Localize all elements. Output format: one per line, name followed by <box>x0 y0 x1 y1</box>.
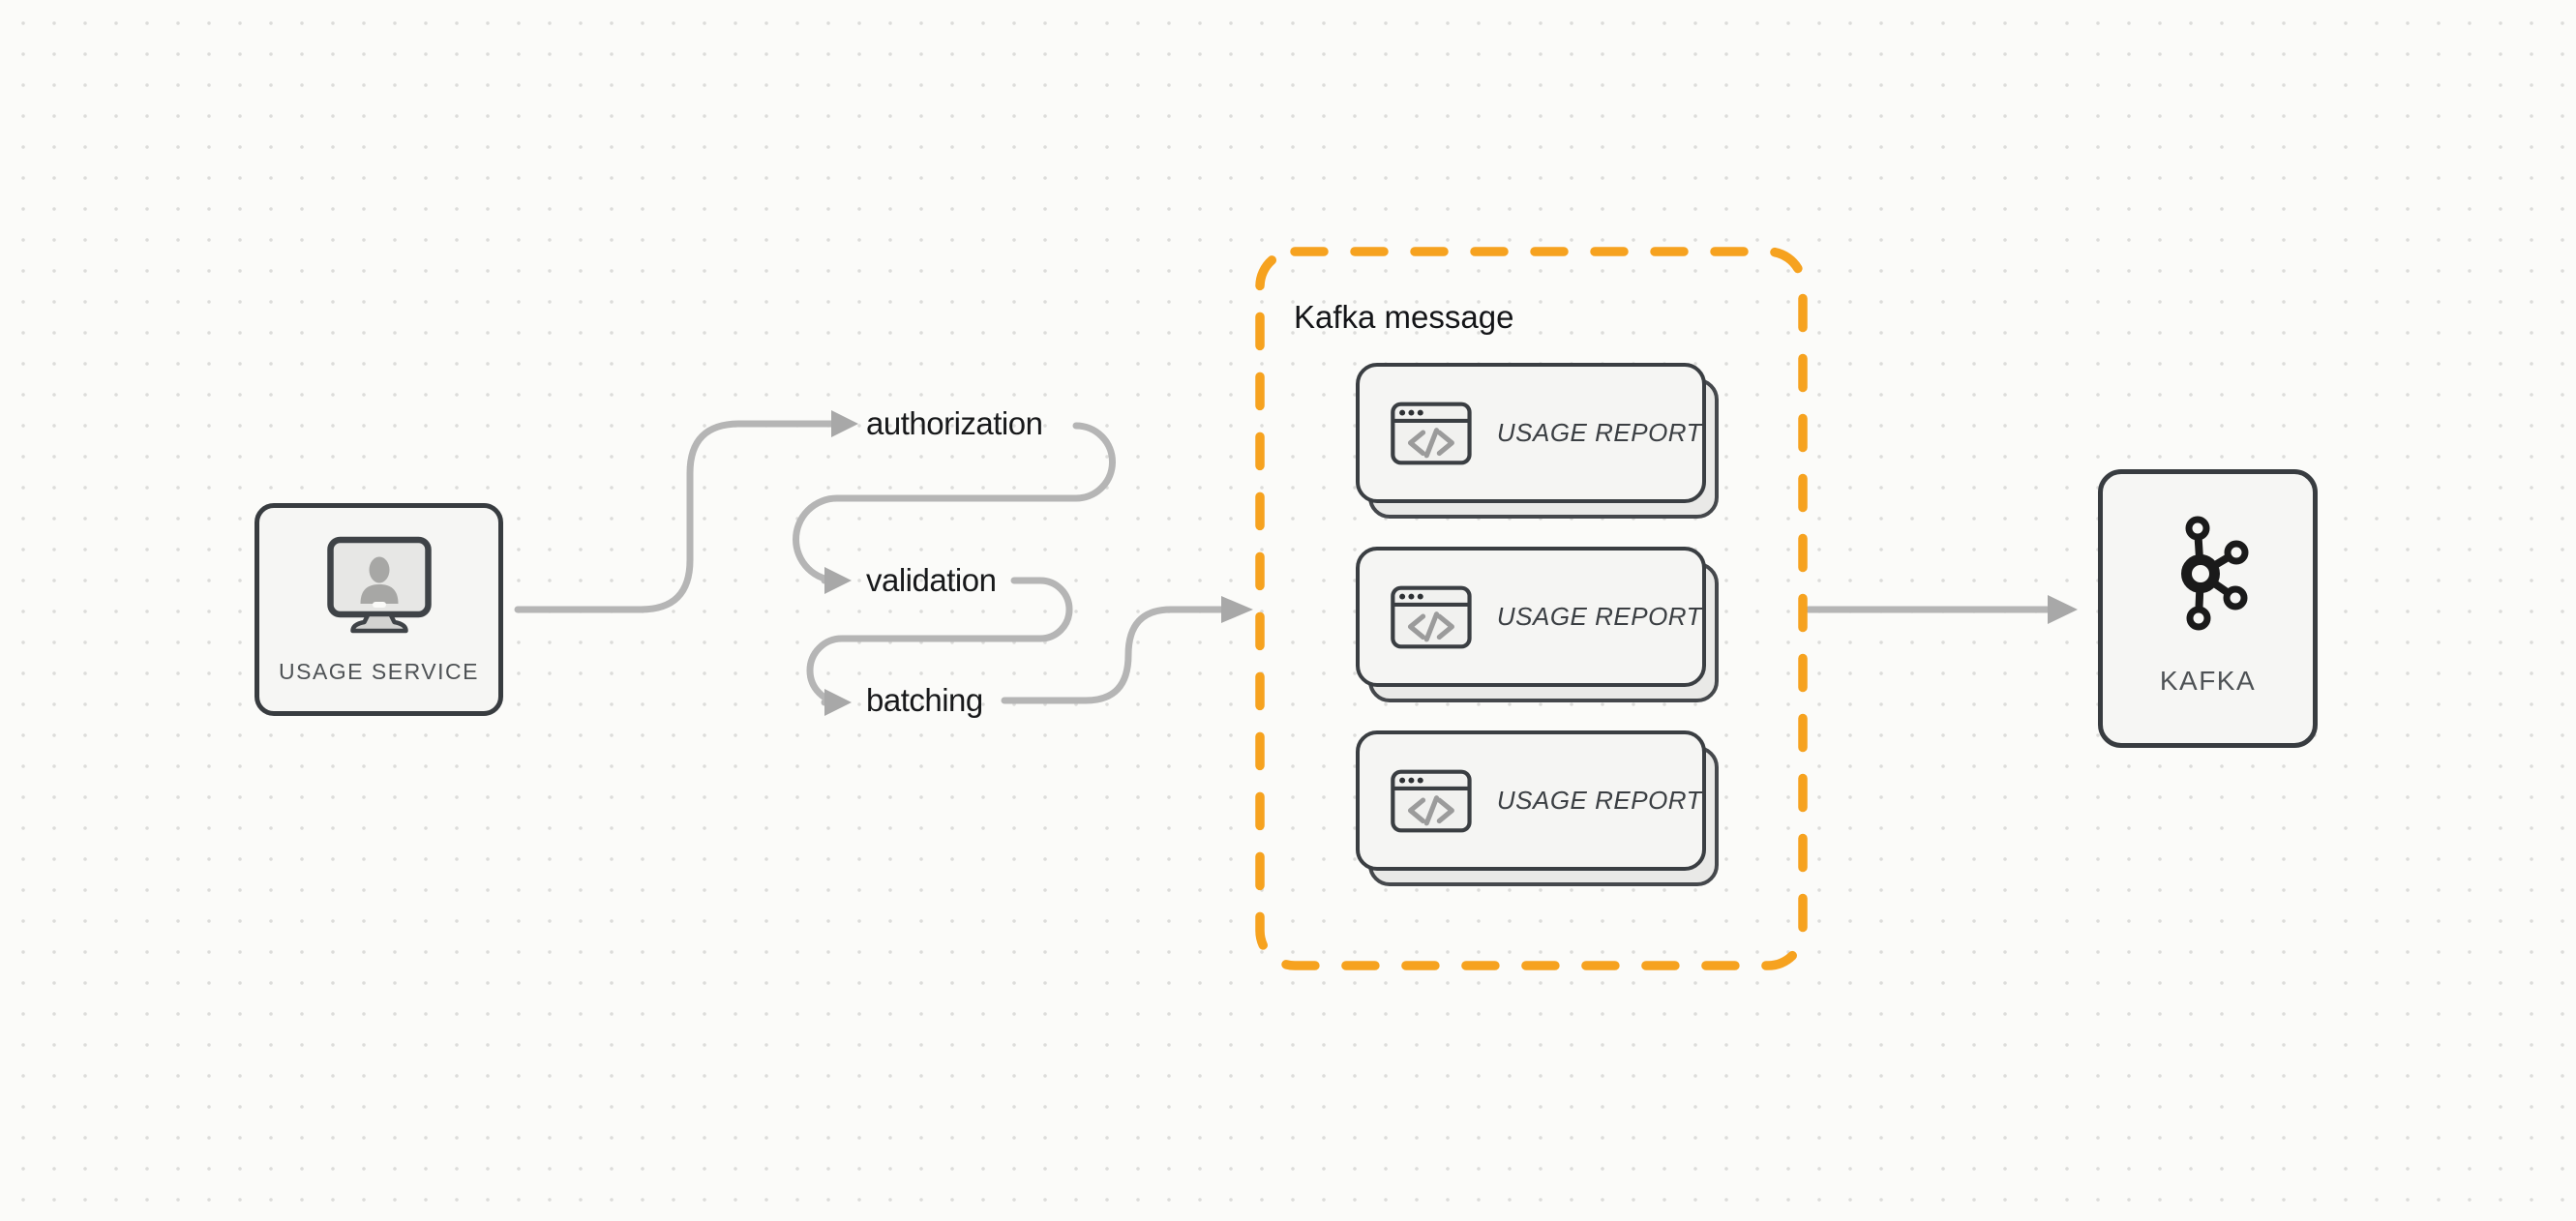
usage-service-label: USAGE SERVICE <box>279 659 479 684</box>
arrowhead <box>831 410 858 437</box>
kafka-label: KAFKA <box>2159 666 2257 696</box>
usage-report-card: USAGE REPORT <box>1356 547 1719 702</box>
code-window-icon <box>1391 585 1472 648</box>
kafka-node: KAFKA <box>2098 469 2318 748</box>
usage-report-label: USAGE REPORT <box>1496 418 1702 447</box>
code-window-icon <box>1391 769 1472 832</box>
arrowhead <box>1221 596 1253 623</box>
connector-batching-to-group <box>1001 606 1227 704</box>
card-front: USAGE REPORT <box>1356 547 1706 687</box>
usage-report-card: USAGE REPORT <box>1356 363 1719 519</box>
card-front: USAGE REPORT <box>1356 730 1706 871</box>
arrowhead <box>824 689 852 716</box>
usage-report-label: USAGE REPORT <box>1496 786 1702 815</box>
connector-validation-to-batching <box>806 577 1073 706</box>
step-batching: batching <box>866 682 983 718</box>
code-window-icon <box>1391 402 1472 464</box>
step-validation: validation <box>866 562 997 598</box>
arrowhead <box>2048 595 2078 624</box>
kafka-logo-icon <box>2180 516 2248 631</box>
usage-report-card: USAGE REPORT <box>1356 730 1719 886</box>
arrowhead <box>824 567 852 594</box>
connector-authorization-to-validation <box>793 422 1116 584</box>
step-authorization: authorization <box>866 405 1043 441</box>
usage-report-label: USAGE REPORT <box>1496 602 1702 631</box>
usage-service-node: USAGE SERVICE <box>255 503 503 716</box>
connector-usage-to-authorization <box>514 420 835 613</box>
kafka-message-group-title: Kafka message <box>1294 299 1514 335</box>
kafka-message-group-boundary <box>1255 247 1808 970</box>
card-front: USAGE REPORT <box>1356 363 1706 503</box>
monitor-user-icon <box>326 536 432 634</box>
